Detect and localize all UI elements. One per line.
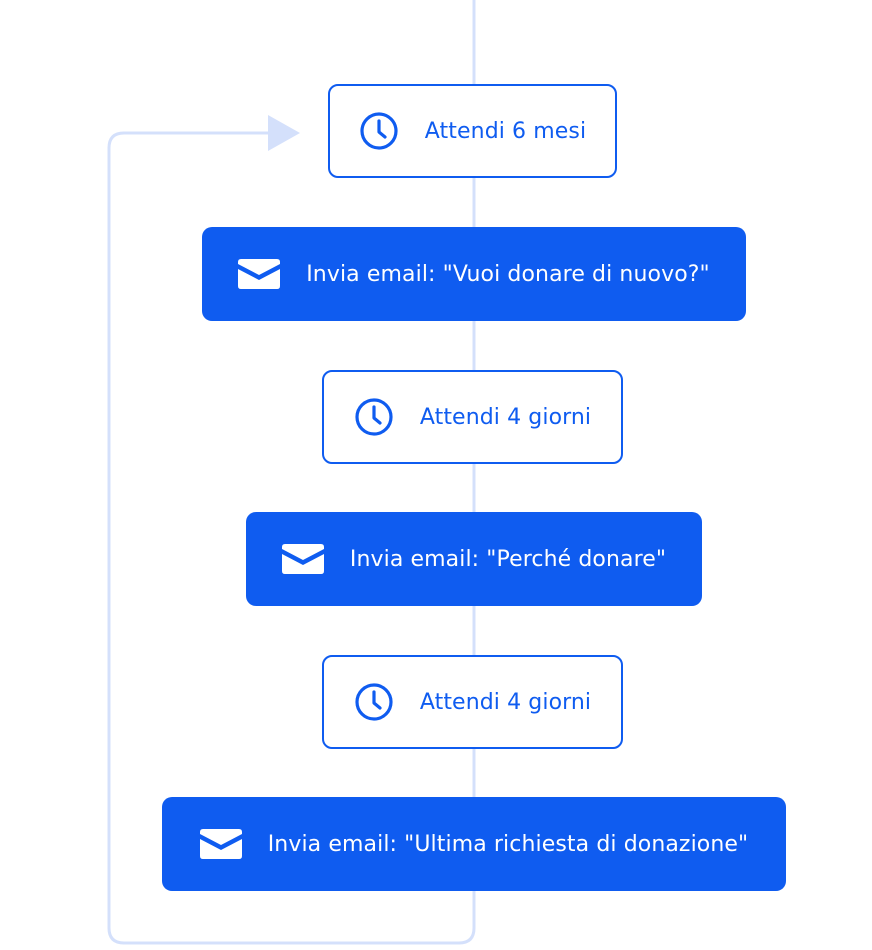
- step-wait-4-days-first[interactable]: Attendi 4 giorni: [322, 370, 623, 464]
- loop-back-arrowhead: [268, 115, 300, 151]
- clock-icon: [359, 111, 399, 151]
- step-label: Invia email: "Ultima richiesta di donazi…: [267, 831, 749, 857]
- step-wait-6-months[interactable]: Attendi 6 mesi: [328, 84, 617, 178]
- step-send-email-donate-again[interactable]: Invia email: "Vuoi donare di nuovo?": [202, 227, 746, 321]
- step-label: Invia email: "Vuoi donare di nuovo?": [306, 261, 710, 287]
- envelope-icon: [238, 259, 281, 289]
- step-label: Attendi 4 giorni: [419, 404, 592, 430]
- step-label: Attendi 4 giorni: [419, 689, 592, 715]
- envelope-icon: [281, 544, 324, 574]
- step-wait-4-days-second[interactable]: Attendi 4 giorni: [322, 655, 623, 749]
- step-label: Invia email: "Perché donare": [349, 546, 667, 572]
- step-send-email-why-donate[interactable]: Invia email: "Perché donare": [246, 512, 702, 606]
- clock-icon: [354, 682, 394, 722]
- main-vertical-line: [107, 0, 476, 945]
- step-label: Attendi 6 mesi: [424, 118, 587, 144]
- envelope-icon: [199, 829, 242, 859]
- clock-icon: [354, 397, 394, 437]
- step-send-email-last-request[interactable]: Invia email: "Ultima richiesta di donazi…: [162, 797, 786, 891]
